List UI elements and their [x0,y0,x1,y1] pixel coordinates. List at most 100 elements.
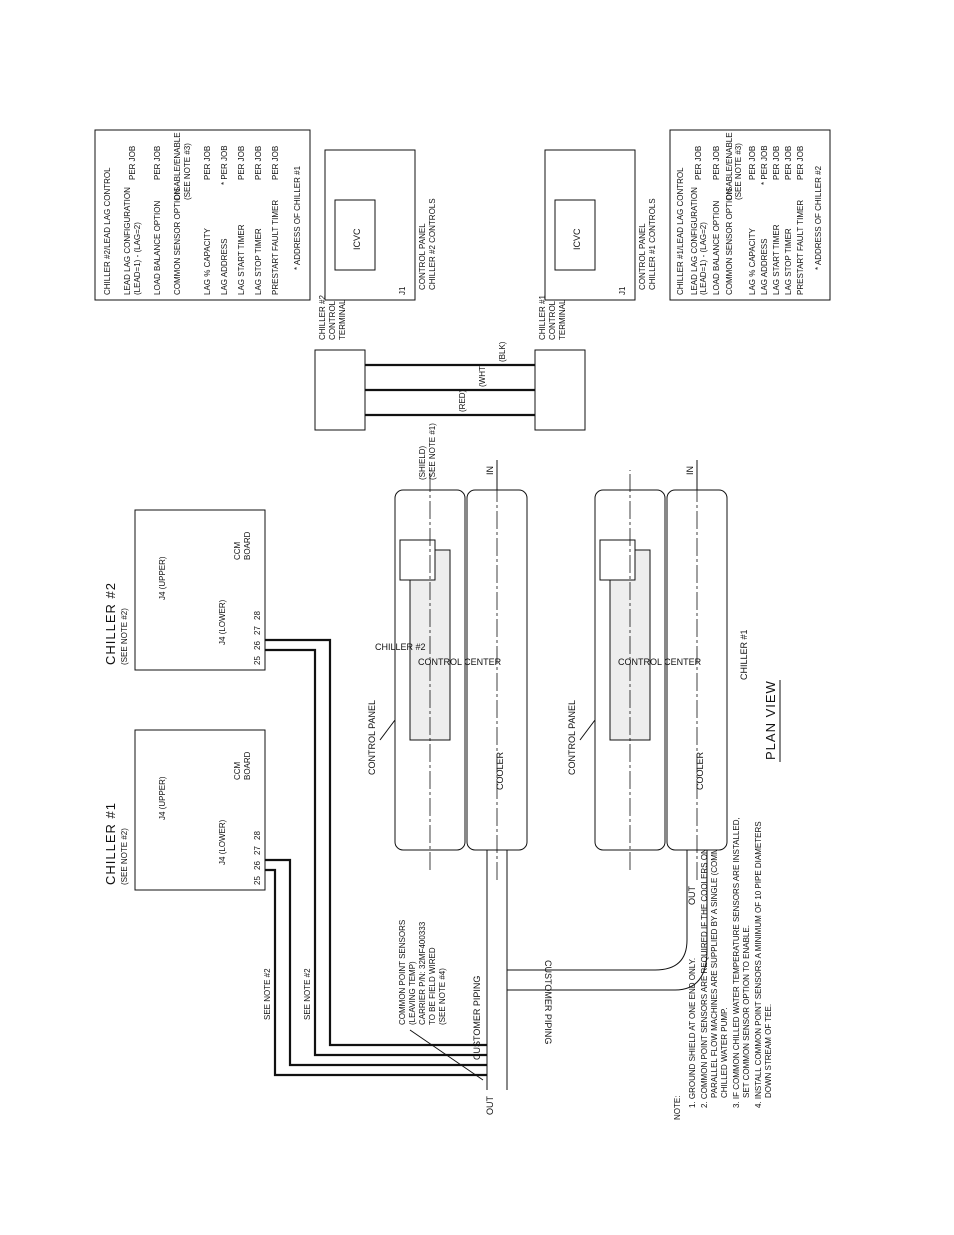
chiller-1-row-3-note: (SEE NOTE #3) [734,143,743,200]
chiller-1-tb-caption-3: TERMINAL BLOCK [558,270,567,340]
chiller-1-row-8-value: PER JOB [796,146,805,180]
plan-view-title: PLAN VIEW [763,680,778,760]
chiller-2-row-1-sub: (LEAD=1) - (LAG=2) [133,222,142,295]
chiller-1-cooler-label: COOLER [695,751,705,790]
chiller-1-row-4: LAG % CAPACITY [748,227,757,295]
chiller-2-j4-upper: J4 (UPPER) [158,556,167,600]
chiller-1-row-1-value: PER JOB [694,146,703,180]
link-wire-wht-label: (WHT) [478,363,487,387]
chiller-1-terminal-28: 28 [253,831,262,840]
chiller-2-tb-caption-3: TERMINAL BLOCK [338,270,347,340]
chiller-2-row-2-value: PER JOB [153,146,162,180]
chiller-2-ccm-title: CHILLER #2 [103,582,118,665]
chiller-2-row-3-note: (SEE NOTE #3) [183,143,192,200]
note-4-line-1: 4. INSTALL COMMON POINT SENSORS A MINIMU… [754,821,763,1108]
see-note-2-label-b: SEE NOTE #2 [303,968,312,1020]
chiller-1-icvc-screen [554,199,596,271]
chiller-1-ccm-see-note: (SEE NOTE #2) [120,828,129,885]
chiller-2-control-panel-label: CONTROL PANEL [367,700,377,775]
chiller-2-panel-box [399,539,436,581]
chiller-1-control-panel-leader [579,719,596,741]
chiller-2-terminal-26: 26 [253,641,262,650]
chiller-1-row-7-value: PER JOB [784,146,793,180]
chiller-1-panel-caption-2: CHILLER #1 CONTROLS [648,198,657,290]
notes-heading: NOTE: [673,1096,682,1120]
chiller-1-tb-caption-2: CONTROL CENTER [548,266,557,340]
note-1: 1. GROUND SHIELD AT ONE END ONLY. [688,958,697,1108]
see-note-2-label-a: SEE NOTE #2 [263,968,272,1020]
chiller-1-icvc-panel: ICVC J1 CONTROL PANEL CHILLER #1 CONTROL… [544,149,657,301]
chiller-1-row-5-value: * PER JOB [760,145,769,185]
chiller-2-cooler-label: COOLER [495,751,505,790]
chiller-2-terminal-25: 25 [253,656,262,665]
chiller-2-row-8-value: PER JOB [271,146,280,180]
sensor-wire-chiller-1-b [265,858,487,1067]
chiller-2-j4-lower: J4 (LOWER) [218,599,227,645]
chiller-1-out-label: OUT [687,886,697,906]
sensors-line-3: CARRIER P/N: 32MF400333 [418,921,427,1025]
rotated-drawing-sheet: NOTE: 1. GROUND SHIELD AT ONE END ONLY. … [75,120,835,1120]
chiller-1-row-8: PRESTART FAULT TIMER [796,200,805,295]
chiller-2-terminal-block [314,349,366,431]
communication-link: (RED) (WHT) (BLK) (SHIELD) (SEE NOTE #1)… [314,266,586,480]
chiller-2-terminal-27: 27 [253,626,262,635]
chiller-2-ccm-box [134,509,266,671]
sensors-line-2: (LEAVING TEMP) [408,961,417,1025]
note-2-line-2: PARALLEL FLOW MACHINES ARE SUPPLIED BY A… [710,832,719,1098]
chiller-1-j4-lower: J4 (LOWER) [218,819,227,865]
chiller-1-board-label-1: CCM [233,761,242,780]
chiller-2-control-center-label: CONTROL CENTER [418,657,502,667]
chiller-1-icvc-label: ICVC [572,228,582,250]
chiller-1-terminal-25: 25 [253,876,262,885]
chiller-1-terminal-27: 27 [253,846,262,855]
chiller-2-tb-caption-2: CONTROL PANEL [328,273,337,340]
chiller-2-row-1: LEAD LAG CONFIGURATION [123,187,132,295]
sensor-wire-chiller-1-a [265,868,487,1077]
note-3-line-2: SET COMMON SENSOR OPTION TO ENABLE. [742,925,751,1098]
customer-piping-branch [507,850,708,991]
chiller-2-row-6-value: PER JOB [237,146,246,180]
chiller-2-row-3-value: DISABLE/ENABLE [173,132,182,200]
chiller-2-body: CONTROL CENTER COOLER CHILLER #2 [375,460,528,880]
link-wire-red-label: (RED) [458,389,467,412]
chiller-2-table-footnote: * ADDRESS OF CHILLER #1 [293,165,302,270]
chiller-2-icvc-panel: ICVC J1 CONTROL PANEL CHILLER #2 CONTROL… [324,149,437,301]
sensors-line-5: (SEE NOTE #4) [438,968,447,1025]
chiller-1-row-2-value: PER JOB [712,146,721,180]
chiller-1-row-3: COMMON SENSOR OPTION [725,189,734,295]
chiller-1-lead-lag-table: CHILLER #1/LEAD LAG CONTROL LEAD LAG CON… [669,129,831,301]
chiller-1-terminal-26: 26 [253,861,262,870]
chiller-2-ccm-see-note: (SEE NOTE #2) [120,608,129,665]
chiller-2-terminal-28: 28 [253,611,262,620]
sensor-wire-chiller-2-b [265,638,487,1047]
chiller-1-label: CHILLER #1 [739,629,749,680]
chiller-1-row-7: LAG STOP TIMER [784,228,793,295]
chiller-1-row-1-sub: (LEAD=1) - (LAG=2) [699,222,708,295]
chiller-2-row-5-value: * PER JOB [220,145,229,185]
chiller-1-body: CONTROL CENTER COOLER CHILLER #1 [594,460,749,880]
sensors-line-1: COMMON POINT SENSORS [398,920,407,1025]
chiller-2-panel-caption-1: CONTROL PANEL [418,223,427,290]
chiller-1-ccm-title: CHILLER #1 [103,802,118,885]
sensor-wire-chiller-2-a [265,648,487,1057]
chiller-2-icvc-screen [334,199,376,271]
chiller-1-row-6-value: PER JOB [772,146,781,180]
chiller-1-row-4-value: PER JOB [748,146,757,180]
chiller-1-row-2: LOAD BALANCE OPTION [712,201,721,295]
chiller-2-row-8: PRESTART FAULT TIMER [271,200,280,295]
notes-block: NOTE: 1. GROUND SHIELD AT ONE END ONLY. … [673,817,773,1120]
chiller-2-ccm-board: CHILLER #2 (SEE NOTE #2) J4 (UPPER) J4 (… [103,509,266,671]
lead-lag-wiring-diagram: NOTE: 1. GROUND SHIELD AT ONE END ONLY. … [94,129,831,1120]
chiller-1-row-3-value: DISABLE/ENABLE [725,132,734,200]
chiller-2-board-label-1: CCM [233,541,242,560]
chiller-2-row-3: COMMON SENSOR OPTION [173,189,182,295]
customer-piping-label-top: CUSTOMER PIPING [472,976,482,1060]
chiller-2-label: CHILLER #2 [375,642,426,652]
chiller-2-control-panel-leader [379,719,396,741]
chiller-1-panel-caption-1: CONTROL PANEL [638,223,647,290]
chiller-2-j1-label: J1 [398,286,407,295]
customer-piping-main [486,850,508,1090]
chiller-1-row-5: LAG ADDRESS [760,239,769,295]
chiller-2-lead-lag-table: CHILLER #2/LEAD LAG CONTROL LEAD LAG CON… [94,129,311,301]
